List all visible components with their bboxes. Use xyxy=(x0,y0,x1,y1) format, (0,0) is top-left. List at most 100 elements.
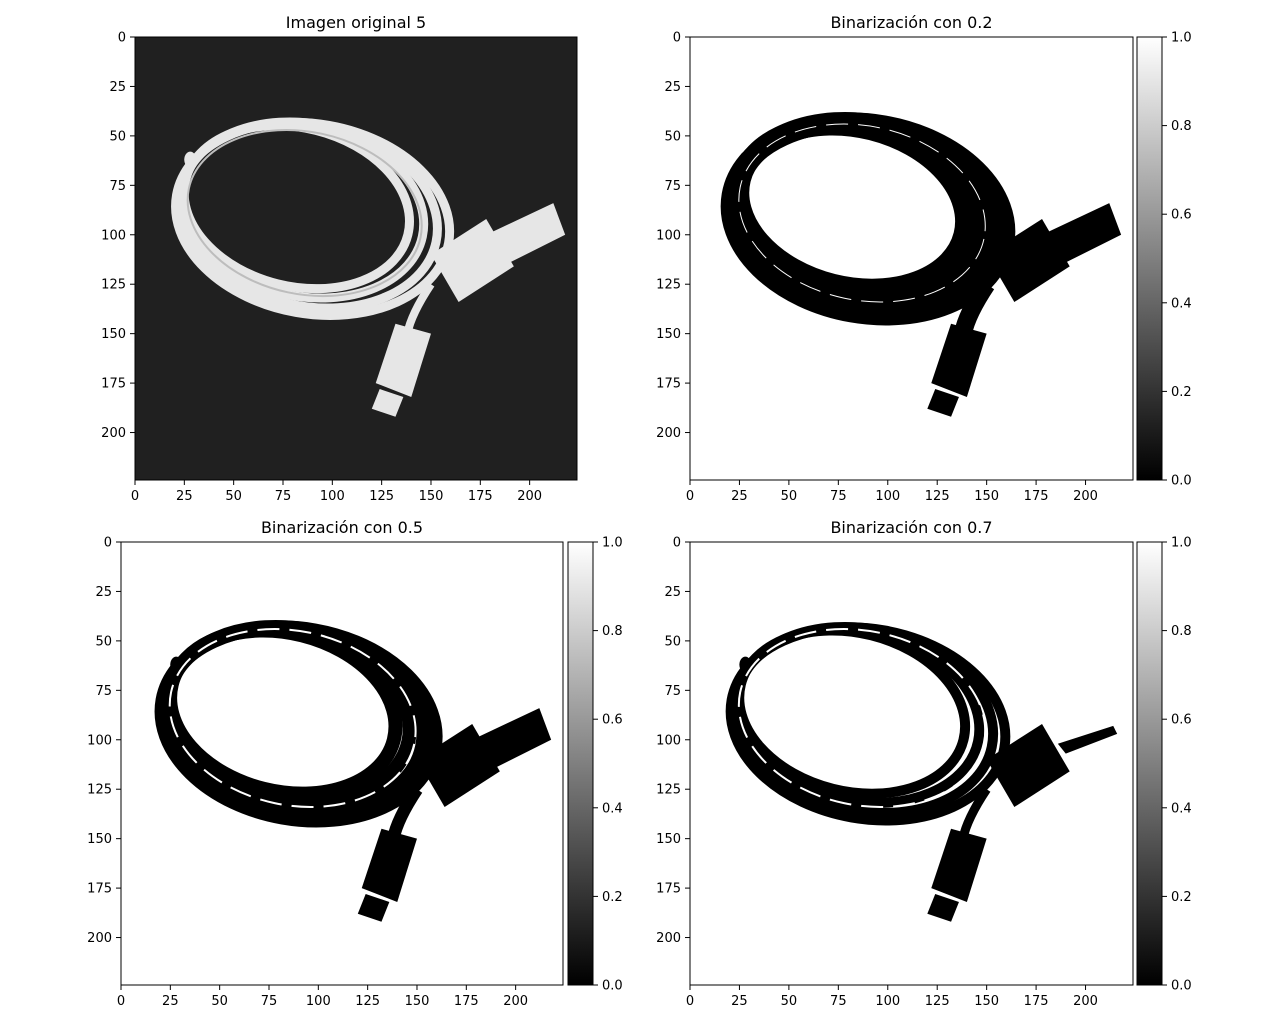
colorbar-tick-label: 0.8 xyxy=(1171,624,1192,639)
x-tick-label: 150 xyxy=(419,489,444,504)
colorbar-tick-label: 0.0 xyxy=(602,979,623,994)
colorbar-tick-label: 1.0 xyxy=(602,536,623,551)
x-tick-label: 75 xyxy=(830,994,847,1009)
colorbar-tick-label: 0.4 xyxy=(602,801,623,816)
cable-image xyxy=(171,117,566,417)
x-tick-label: 200 xyxy=(517,489,542,504)
axes-frame xyxy=(689,36,1134,481)
colorbar-tick-label: 0.2 xyxy=(602,890,623,905)
y-tick-label: 100 xyxy=(656,733,681,748)
y-tick-label: 100 xyxy=(101,228,126,243)
x-tick-label: 50 xyxy=(225,489,242,504)
x-tick-label: 175 xyxy=(1024,489,1049,504)
y-tick-label: 75 xyxy=(664,684,681,699)
axes-frame xyxy=(689,541,1134,986)
colorbar-tick-label: 0.0 xyxy=(1171,979,1192,994)
subplot-2: Binarización con 0.2 0 25 50 75 100 125 150 175 2… xyxy=(656,13,1192,504)
x-tick-label: 75 xyxy=(830,489,847,504)
subplot-3: Binarización con 0.5 0 25 50 75 100 125 150 175 2… xyxy=(87,518,623,1009)
y-tick-label: 175 xyxy=(101,377,126,392)
axes-frame xyxy=(120,541,564,986)
subplot-title: Binarización con 0.7 xyxy=(830,518,992,537)
y-tick-label: 100 xyxy=(656,228,681,243)
y-tick-label: 25 xyxy=(664,80,681,95)
y-tick-label: 200 xyxy=(656,931,681,946)
y-tick-label: 150 xyxy=(87,832,112,847)
x-tick-label: 25 xyxy=(176,489,193,504)
colorbar-tick-label: 0.2 xyxy=(1171,890,1192,905)
colorbar-tick-label: 0.0 xyxy=(1171,474,1192,489)
x-tick-label: 125 xyxy=(925,489,950,504)
y-tick-label: 200 xyxy=(101,426,126,441)
colorbar-tick-label: 0.8 xyxy=(1171,119,1192,134)
y-tick-label: 25 xyxy=(95,585,112,600)
y-tick-label: 50 xyxy=(109,129,126,144)
colorbar-tick-label: 0.4 xyxy=(1171,296,1192,311)
x-tick-label: 50 xyxy=(211,994,228,1009)
subplot-title: Binarización con 0.5 xyxy=(261,518,423,537)
y-tick-label: 175 xyxy=(656,882,681,897)
y-tick-label: 0 xyxy=(673,31,681,46)
x-tick-label: 150 xyxy=(974,489,999,504)
x-tick-label: 200 xyxy=(503,994,528,1009)
colorbar-tick-label: 1.0 xyxy=(1171,31,1192,46)
x-tick-label: 175 xyxy=(468,489,493,504)
x-tick-label: 100 xyxy=(875,489,900,504)
colorbar-tick-label: 0.6 xyxy=(602,713,623,728)
y-tick-label: 75 xyxy=(95,684,112,699)
x-tick-label: 125 xyxy=(355,994,380,1009)
y-tick-label: 50 xyxy=(664,634,681,649)
colorbar xyxy=(567,541,594,986)
y-tick-label: 0 xyxy=(673,536,681,551)
y-tick-label: 200 xyxy=(656,426,681,441)
x-tick-label: 0 xyxy=(686,994,694,1009)
colorbar-tick-label: 0.6 xyxy=(1171,208,1192,223)
y-tick-label: 125 xyxy=(656,278,681,293)
x-tick-label: 50 xyxy=(781,489,798,504)
x-tick-label: 100 xyxy=(306,994,331,1009)
y-tick-label: 50 xyxy=(95,634,112,649)
colorbar-tick-label: 1.0 xyxy=(1171,536,1192,551)
y-tick-label: 25 xyxy=(664,585,681,600)
y-tick-label: 125 xyxy=(656,783,681,798)
colorbar-tick-label: 0.4 xyxy=(1171,801,1192,816)
y-tick-label: 0 xyxy=(104,536,112,551)
y-tick-label: 125 xyxy=(87,783,112,798)
x-tick-label: 125 xyxy=(925,994,950,1009)
y-tick-label: 150 xyxy=(656,327,681,342)
x-tick-label: 125 xyxy=(369,489,394,504)
x-tick-label: 0 xyxy=(117,994,125,1009)
y-tick-label: 175 xyxy=(656,377,681,392)
x-tick-label: 150 xyxy=(405,994,430,1009)
x-tick-label: 75 xyxy=(261,994,278,1009)
cable-image xyxy=(154,619,552,922)
colorbar-tick-label: 0.8 xyxy=(602,624,623,639)
y-tick-label: 150 xyxy=(656,832,681,847)
y-tick-label: 175 xyxy=(87,882,112,897)
colorbar xyxy=(1136,36,1163,481)
subplot-title: Binarización con 0.2 xyxy=(830,13,992,32)
axes-frame xyxy=(134,36,578,481)
y-tick-label: 100 xyxy=(87,733,112,748)
x-tick-label: 50 xyxy=(781,994,798,1009)
x-tick-label: 150 xyxy=(974,994,999,1009)
y-tick-label: 75 xyxy=(664,179,681,194)
colorbar-tick-label: 0.2 xyxy=(1171,385,1192,400)
y-tick-label: 125 xyxy=(101,278,126,293)
subplot-title: Imagen original 5 xyxy=(286,13,426,32)
subplot-4: Binarización con 0.7 0 25 50 75 100 125 150 175 2… xyxy=(656,518,1192,1009)
x-tick-label: 25 xyxy=(731,489,748,504)
x-tick-label: 0 xyxy=(131,489,139,504)
y-tick-label: 25 xyxy=(109,80,126,95)
x-tick-label: 200 xyxy=(1073,994,1098,1009)
cable-image xyxy=(725,621,1118,922)
y-tick-label: 200 xyxy=(87,931,112,946)
y-tick-label: 50 xyxy=(664,129,681,144)
x-tick-label: 0 xyxy=(686,489,694,504)
x-tick-label: 100 xyxy=(875,994,900,1009)
colorbar-tick-label: 0.6 xyxy=(1171,713,1192,728)
y-tick-label: 150 xyxy=(101,327,126,342)
x-tick-label: 75 xyxy=(275,489,292,504)
